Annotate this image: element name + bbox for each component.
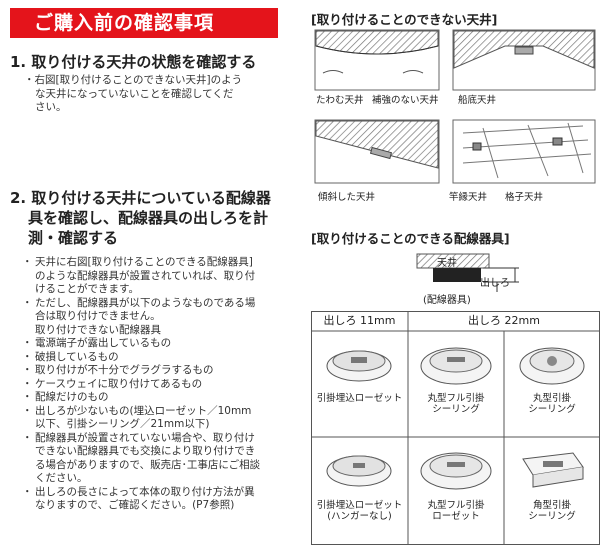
- page-title: ご購入前の確認事項: [10, 8, 278, 38]
- fixture-label-line: (ハンガーなし): [327, 511, 392, 522]
- para-line: ただし、配線器具が以下のようなものである場: [35, 296, 256, 309]
- section2-para2: ただし、配線器具が以下のようなものである場 合は取り付けできません。 取り付けで…: [22, 296, 296, 338]
- section2-title: 2. 取り付ける天井についている配線器 具を確認し、配線器具の出しろを計 測・確…: [10, 188, 271, 248]
- section2-title-line: 具を確認し、配線器具の出しろを計: [28, 209, 269, 227]
- table-head-22mm: 出しろ 22mm: [468, 314, 540, 327]
- fixture-label: 角型引掛 シーリング: [504, 500, 600, 522]
- dashiro-ceiling-label: 天井: [437, 258, 457, 269]
- fixture-icon-umekomi-nohanger: [326, 455, 392, 487]
- ng-fixture-item: 配線だけのもの: [22, 391, 296, 405]
- sloped-ceiling-illustration: [314, 119, 440, 184]
- ng-ceiling-heading: [取り付けることのできない天井]: [311, 12, 498, 27]
- caption-sao: 竿縁天井: [449, 192, 488, 203]
- section1-body: ・右図[取り付けることのできない天井]のよう な天井になっていないことを確認して…: [24, 74, 292, 115]
- dashiro-diagram: [416, 253, 519, 292]
- section2-title-line: 測・確認する: [28, 229, 119, 247]
- para-line: る場合がありますので、販売店･工事店にご相談: [35, 458, 261, 471]
- para-line: 出しろの長さによって本体の取り付け方法が異: [35, 485, 255, 498]
- caption-funazoko: 船底天井: [458, 95, 497, 106]
- fixture-label-line: シーリング: [528, 511, 576, 522]
- para-line: なりますので、ご確認ください。(P7参照): [35, 499, 235, 511]
- section1-line: な天井になっていないことを確認してくだ: [35, 87, 234, 100]
- dashiro-fixture-label: (配線器具): [423, 295, 471, 306]
- fixture-icon-umekomi: [326, 350, 392, 382]
- fixture-label: 引掛埋込ローゼット: [311, 393, 408, 404]
- lattice-ceiling-illustration: [452, 119, 596, 184]
- ok-fixture-heading: [取り付けることのできる配線器具]: [311, 231, 510, 246]
- para-line: できない配線器具でも交換により取り付けでき: [35, 445, 256, 457]
- para-line: けることができます。: [35, 283, 139, 295]
- sagging-ceiling-illustration: [314, 29, 440, 91]
- caption-koshi: 格子天井: [505, 192, 544, 203]
- section2-para1: 天井に右図[取り付けることのできる配線器具] のような配線器具が設置されていれば…: [22, 256, 296, 297]
- fixture-label-line: 丸型フル引掛: [427, 500, 485, 511]
- fixture-label-line: シーリング: [528, 404, 576, 415]
- section2-para4: 出しろの長さによって本体の取り付け方法が異 なりますので、ご確認ください。(P7…: [22, 485, 296, 513]
- ng-fixture-item: 破損しているもの: [22, 351, 296, 365]
- funazoko-ceiling-illustration: [452, 29, 596, 91]
- fixture-label: 引掛埋込ローゼット (ハンガーなし): [311, 500, 408, 522]
- fixture-label: 丸型フル引掛 ローゼット: [408, 500, 504, 522]
- fixture-icon-maru-full-rosette: [420, 452, 492, 490]
- ng-fixture-item-cont: 以下、引掛シーリング／21mm以下): [35, 418, 210, 430]
- ng-fixture-item: 取り付けが不十分でグラグラするもの: [22, 364, 296, 378]
- ng-fixture-list: 電源端子が露出しているもの 破損しているもの 取り付けが不十分でグラグラするもの…: [22, 337, 296, 432]
- fixture-label-line: 丸型フル引掛: [427, 393, 485, 404]
- section2-title-line: 2. 取り付ける天井についている配線器: [10, 189, 271, 207]
- section1-title: 1. 取り付ける天井の状態を確認する: [10, 53, 257, 71]
- para-line: ください。: [35, 472, 88, 484]
- para-line: 天井に右図[取り付けることのできる配線器具]: [35, 256, 253, 268]
- fixture-label-line: シーリング: [432, 404, 480, 415]
- para-line: 取り付けできない配線器具: [35, 323, 161, 336]
- fixture-label-line: ローゼット: [432, 511, 480, 522]
- ng-fixture-item: 出しろが少ないもの(埋込ローゼット／10mm: [22, 405, 296, 419]
- fixture-icon-maru-ceiling: [519, 347, 585, 385]
- section1-line: さい。: [35, 101, 67, 113]
- para-line: 配線器具が設置されていない場合や、取り付け: [35, 431, 255, 444]
- section2-body: 天井に右図[取り付けることのできる配線器具] のような配線器具が設置されていれば…: [22, 256, 296, 513]
- ng-ceiling-illustrations: [314, 29, 596, 184]
- ng-fixture-item: 電源端子が露出しているもの: [22, 337, 296, 351]
- para-line: 合は取り付けできません。: [35, 310, 161, 322]
- section2-para3: 配線器具が設置されていない場合や、取り付け できない配線器具でも交換により取り付…: [22, 431, 296, 486]
- fixture-label: 丸型引掛 シーリング: [504, 393, 600, 415]
- fixture-label-line: 角型引掛: [532, 500, 571, 511]
- fixture-label-line: 丸型引掛: [532, 393, 571, 404]
- caption-slope: 傾斜した天井: [318, 192, 376, 203]
- dashiro-label: 出しろ: [480, 278, 510, 289]
- fixture-label-line: 引掛埋込ローゼット: [316, 500, 403, 511]
- caption-sag: たわむ天井: [316, 95, 364, 106]
- fixture-icon-kaku-ceiling: [522, 452, 584, 488]
- caption-noreinforce: 補強のない天井: [372, 95, 439, 106]
- ng-fixture-item: ケースウェイに取り付けてあるもの: [22, 378, 296, 392]
- fixture-icon-maru-full-ceiling: [420, 347, 492, 385]
- table-head-11mm: 出しろ 11mm: [323, 314, 396, 327]
- fixture-label-line: 引掛埋込ローゼット: [316, 393, 403, 404]
- para-line: のような配線器具が設置されていれば、取り付: [35, 269, 256, 282]
- section1-line: ・右図[取り付けることのできない天井]のよう: [24, 74, 243, 86]
- fixture-label: 丸型フル引掛 シーリング: [408, 393, 504, 415]
